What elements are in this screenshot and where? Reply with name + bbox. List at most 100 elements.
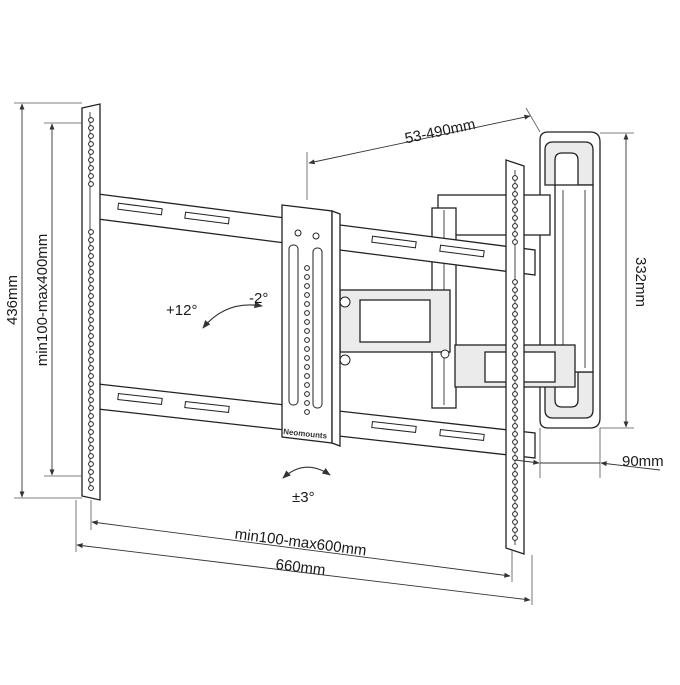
mounting-hole [88,301,94,307]
mounting-hole [88,333,94,339]
mounting-hole [512,183,518,189]
mounting-hole [88,453,94,459]
mounting-hole [512,311,518,317]
mounting-hole [88,237,94,243]
mounting-hole [88,469,94,475]
mounting-hole [512,303,518,309]
mounting-hole [88,125,94,131]
mounting-hole [88,429,94,435]
mounting-hole [512,511,518,517]
mounting-hole [88,229,94,235]
mounting-hole [512,327,518,333]
mounting-hole [88,261,94,267]
mounting-hole [512,319,518,325]
mounting-hole [88,421,94,427]
mounting-hole [88,445,94,451]
mounting-hole [304,391,310,397]
mounting-hole [512,239,518,245]
mounting-hole [88,285,94,291]
mounting-hole [88,485,94,491]
mounting-hole [512,287,518,293]
mounting-hole [304,409,310,415]
mounting-hole [304,301,310,307]
total-width-label: 660mm [275,556,327,579]
mounting-hole [304,382,310,388]
mounting-hole [88,349,94,355]
mounting-hole [88,397,94,403]
mounting-hole [88,325,94,331]
mounting-hole [88,365,94,371]
vesa-horizontal-label: min100-max600mm [234,526,368,560]
dimension-lines [14,102,661,605]
mounting-hole [88,157,94,163]
mounting-hole [304,337,310,343]
mounting-hole [304,283,310,289]
mounting-hole [512,447,518,453]
mounting-hole [512,431,518,437]
mounting-hole [88,269,94,275]
tilt-indicator [202,301,263,329]
mounting-hole [512,455,518,461]
mounting-hole [512,351,518,357]
mounting-hole [88,133,94,139]
mounting-hole [88,253,94,259]
mounting-hole [512,295,518,301]
mounting-hole [512,391,518,397]
mounting-hole [88,477,94,483]
mounting-hole [304,373,310,379]
mounting-hole [512,527,518,533]
mounting-hole [304,328,310,334]
mounting-hole [88,141,94,147]
mounting-hole [512,223,518,229]
mounting-hole [88,437,94,443]
mounting-hole [88,389,94,395]
mounting-hole [512,471,518,477]
mounting-hole [88,181,94,187]
mounting-hole [512,439,518,445]
center-plate: Neomounts [281,204,341,447]
mounting-hole [512,375,518,381]
wall-plate-height-label: 332mm [632,257,649,307]
mounting-hole [512,503,518,509]
mounting-hole [512,535,518,541]
swivel-label: ±3° [292,489,315,506]
mounting-hole [512,415,518,421]
mounting-hole [88,381,94,387]
mounting-hole [88,373,94,379]
mounting-hole [88,149,94,155]
mounting-hole [512,383,518,389]
mounting-hole [512,207,518,213]
mounting-hole [88,245,94,251]
mounting-hole [512,279,518,285]
mounting-hole [88,461,94,467]
mounting-hole [512,399,518,405]
mounting-hole [512,479,518,485]
mounting-hole [88,309,94,315]
vesa-vertical-label: min100-max400mm [34,234,51,367]
tilt-down-label: -2° [249,290,268,307]
mounting-hole [88,293,94,299]
mounting-hole [304,346,310,352]
mounting-hole [512,191,518,197]
mounting-hole [512,367,518,373]
mounting-hole [88,317,94,323]
mounting-hole [512,335,518,341]
mounting-hole [88,341,94,347]
mounting-hole [88,413,94,419]
mounting-hole [88,405,94,411]
mounting-hole [304,364,310,370]
mounting-hole [512,175,518,181]
mounting-hole [88,165,94,171]
mounting-hole [512,407,518,413]
mounting-hole [88,117,94,123]
mounting-hole [88,173,94,179]
arm-extension-label: 53-490mm [403,116,477,148]
mounting-holes [88,117,518,541]
mounting-hole [88,357,94,363]
total-height-label: 436mm [4,275,21,325]
mounting-hole [512,495,518,501]
mounting-hole [304,400,310,406]
tilt-up-label: +12° [166,302,197,319]
mounting-hole [304,319,310,325]
